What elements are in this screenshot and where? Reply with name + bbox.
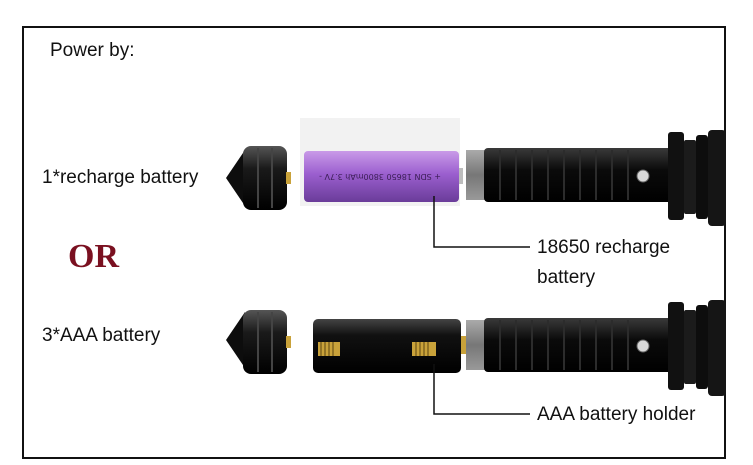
battery-print: + SDN 18650 3800mAh 3.7V - (319, 172, 441, 181)
tail-cap-top (226, 146, 291, 210)
leader-line-aaa (433, 364, 530, 415)
option-aaa-label: 3*AAA battery (42, 325, 161, 346)
flashlight-body-bottom (466, 300, 726, 396)
flashlight-body-top (466, 130, 726, 226)
option-recharge-label: 1*recharge battery (42, 167, 199, 188)
tail-cap-bottom (226, 310, 291, 374)
page-title: Power by: (50, 40, 135, 61)
callout-aaa-holder: AAA battery holder (537, 404, 696, 425)
content-frame (22, 26, 726, 459)
aaa-battery-holder (313, 319, 469, 373)
callout-18650-line2: battery (537, 267, 596, 288)
leader-line-18650 (433, 196, 530, 248)
18650-battery: + SDN 18650 3800mAh 3.7V - (300, 118, 463, 206)
or-separator: OR (68, 238, 119, 275)
callout-18650-line1: 18650 recharge (537, 237, 671, 258)
callout-18650: 18650 recharge battery (537, 233, 670, 293)
